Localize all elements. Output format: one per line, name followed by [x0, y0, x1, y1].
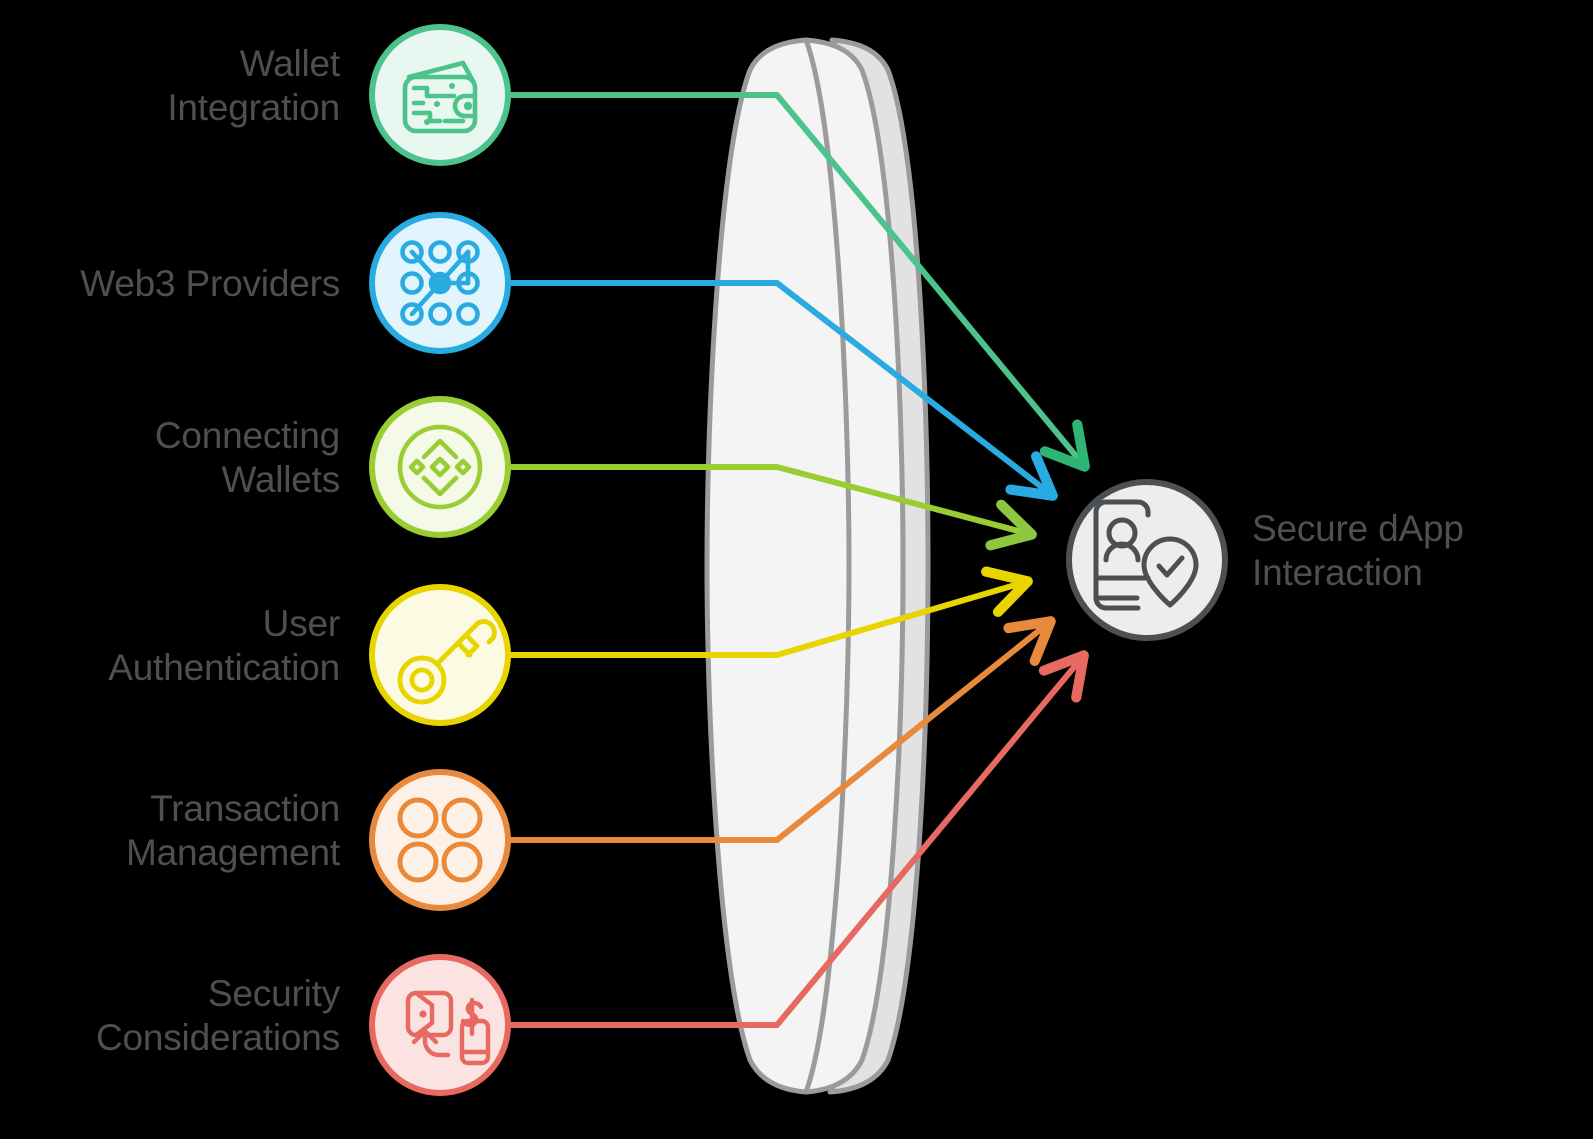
lens-shape — [704, 37, 931, 1095]
connector-wallet-integration — [508, 92, 1090, 472]
node-circle-transaction-management[interactable] — [369, 769, 511, 911]
four-circles-icon — [397, 797, 483, 883]
label-secure-dapp-interaction: Secure dApp Interaction — [1252, 508, 1464, 593]
label-connecting-wallets: Connecting Wallets — [154, 415, 340, 500]
label-wallet-integration: Wallet Integration — [167, 43, 340, 128]
node-transaction-management[interactable] — [369, 769, 511, 911]
node-circle-user-authentication[interactable] — [369, 584, 511, 726]
connector-transaction-management — [508, 616, 1056, 843]
label-web3-providers: Web3 Providers — [80, 263, 340, 304]
connector-web3-providers — [508, 280, 1058, 501]
key-icon — [397, 619, 497, 705]
binance-diamond-icon — [397, 424, 483, 510]
wallet-icon — [402, 60, 478, 134]
label-user-authentication: User Authentication — [108, 603, 340, 688]
node-secure-dapp-interaction[interactable] — [1066, 479, 1228, 641]
node-web3-providers[interactable] — [369, 212, 511, 354]
label-transaction-management: Transaction Management — [126, 788, 340, 873]
node-user-authentication[interactable] — [369, 584, 511, 726]
node-circle-connecting-wallets[interactable] — [369, 396, 511, 538]
connector-user-authentication — [508, 566, 1033, 658]
node-circle-security-considerations[interactable] — [369, 954, 511, 1096]
connector-connecting-wallets — [508, 464, 1037, 551]
id-card-shield-check-icon — [1093, 499, 1199, 611]
network-nodes-icon — [400, 240, 480, 326]
node-wallet-integration[interactable] — [369, 24, 511, 166]
wallet-money-phone-icon — [405, 990, 491, 1066]
connector-security-considerations — [508, 650, 1089, 1028]
node-connecting-wallets[interactable] — [369, 396, 511, 538]
node-security-considerations[interactable] — [369, 954, 511, 1096]
label-security-considerations: Security Considerations — [95, 973, 340, 1058]
